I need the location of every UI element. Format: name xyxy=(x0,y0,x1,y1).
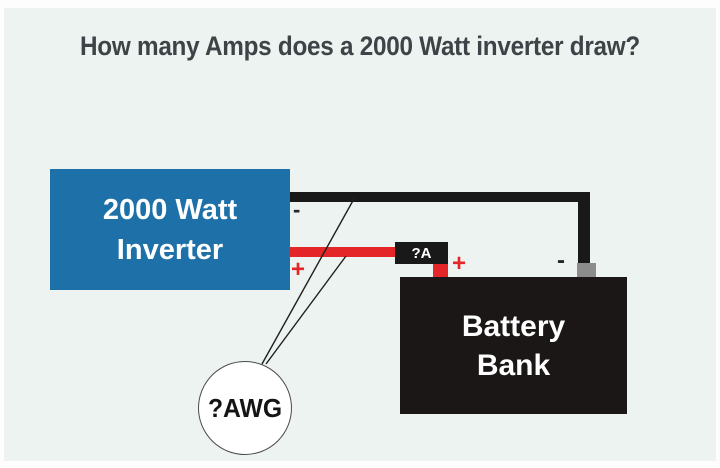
amps-question-box: ?A xyxy=(395,242,448,264)
awg-question-circle: ?AWG xyxy=(198,361,292,455)
negative-wire-horizontal xyxy=(288,192,590,202)
negative-wire-vertical xyxy=(578,192,590,265)
battery-bank-box: Battery Bank xyxy=(400,277,627,414)
inverter-box: 2000 Watt Inverter xyxy=(50,169,290,290)
positive-wire-horizontal xyxy=(290,247,400,257)
battery-negative-sign: - xyxy=(557,247,565,274)
battery-label-line1: Battery xyxy=(461,309,566,343)
awg-question-label: ?AWG xyxy=(207,392,283,423)
positive-wire-stub xyxy=(433,262,448,278)
inverter-label-line1: 2000 Watt xyxy=(102,193,238,226)
page-title: How many Amps does a 2000 Watt inverter … xyxy=(80,31,640,61)
battery-label-line2: Bank xyxy=(476,348,551,382)
inverter-negative-sign: - xyxy=(293,197,301,222)
battery-positive-sign: + xyxy=(452,250,467,277)
inverter-positive-sign: + xyxy=(291,256,306,283)
battery-negative-terminal xyxy=(577,263,596,278)
inverter-label-line2: Inverter xyxy=(116,233,224,266)
